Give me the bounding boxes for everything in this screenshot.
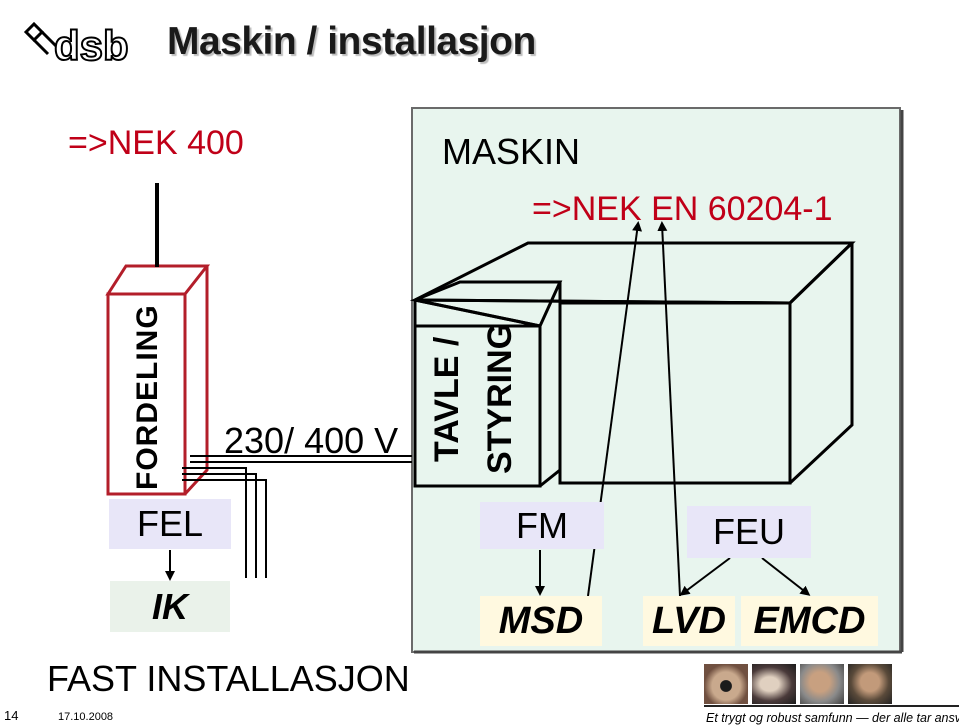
- page-number: 14: [4, 708, 19, 723]
- feu-to-lvd-arrow: [679, 557, 731, 596]
- supply-cables: [182, 455, 412, 578]
- lvd-to-nek-arrow: [657, 221, 681, 597]
- ear-photo: [800, 664, 844, 704]
- ik-box: IK: [110, 581, 230, 632]
- supply-line: [155, 183, 159, 267]
- page-title: Maskin / installasjon: [167, 20, 536, 63]
- emcd-box: EMCD: [741, 596, 878, 646]
- footer-divider: [704, 705, 959, 707]
- voltage-label: 230/ 400 V: [224, 420, 399, 461]
- fel-box: FEL: [109, 499, 231, 549]
- nek-en-60204-label: =>NEK EN 60204-1: [532, 190, 833, 228]
- fordeling-label: FORDELING: [131, 304, 164, 490]
- tavle-label: TAVLE /: [428, 336, 466, 462]
- mouth-photo: [752, 664, 796, 704]
- lvd-box: LVD: [643, 596, 735, 646]
- feu-box: FEU: [687, 506, 811, 558]
- nek400-label: =>NEK 400: [68, 124, 244, 162]
- machine-zone: [411, 107, 901, 653]
- feu-to-emcd-arrow: [761, 557, 811, 596]
- eye-photo: [704, 664, 748, 704]
- dsb-logo: dsb: [14, 10, 144, 75]
- face-photo: [848, 664, 892, 704]
- footer-slogan: Et trygt og robust samfunn — der alle ta…: [706, 711, 959, 725]
- footer-date: 17.10.2008: [58, 711, 114, 723]
- msd-box: MSD: [480, 596, 602, 646]
- fast-installasjon-label: FAST INSTALLASJON: [47, 658, 410, 699]
- maskin-label: MASKIN: [442, 131, 581, 172]
- footer-image-strip: [704, 664, 896, 704]
- distribution-cabinet: [105, 264, 211, 496]
- logo-wordmark: dsb: [54, 22, 129, 69]
- styring-label: STYRING: [481, 322, 519, 474]
- fm-box: FM: [480, 502, 604, 549]
- dsb-logo-mark: dsb: [23, 21, 130, 70]
